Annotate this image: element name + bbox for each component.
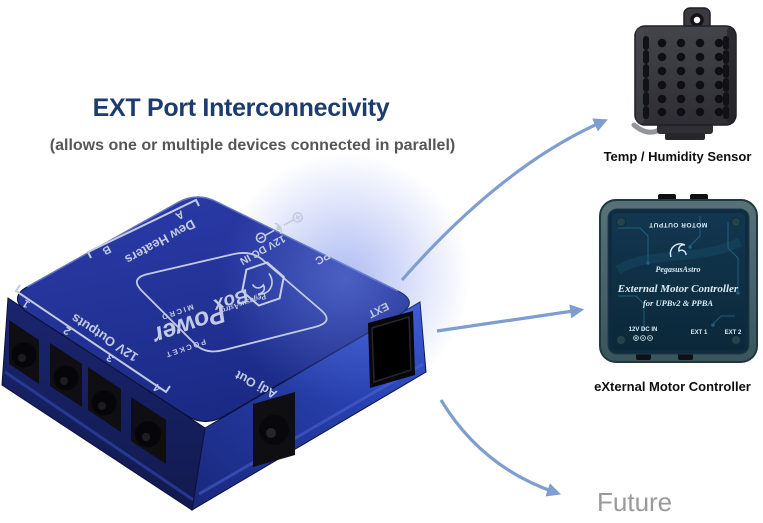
circuit-pattern [615, 216, 743, 331]
motor-controller-illustration: MOTOR OUTPUT PegasusAstro External Motor… [599, 194, 758, 363]
out1-label: 1 [21, 297, 33, 310]
motor-ext1-label: EXT 1 [691, 330, 708, 336]
motor-subtitle-label: for UPBv2 & PPBA [643, 298, 713, 308]
hub-emblem-outline [135, 252, 328, 353]
pegasus-logo-icon [241, 261, 285, 307]
temp-humidity-sensor-illustration [631, 7, 737, 140]
sensor-vent-holes [643, 36, 729, 119]
dc-polarity-icon [255, 212, 304, 244]
connector-arrows [400, 118, 608, 497]
arrow-to-motor-controller [436, 304, 585, 333]
motor-brand-label: PegasusAstro [656, 265, 701, 274]
motor-title-label: External Motor Controller [617, 283, 739, 295]
dc-output-jacks [9, 320, 166, 464]
page-subtitle: (allows one or multiple devices connecte… [49, 137, 456, 154]
motor-power-port-label: 12V DC IN [629, 327, 658, 333]
motor-ext2-label: EXT 2 [725, 330, 742, 336]
motor-output-label: MOTOR OUTPUT [649, 221, 708, 228]
arrow-to-sensor [400, 118, 608, 282]
sensor-mount-hole [690, 13, 704, 27]
page-title: EXT Port Interconnecivity [92, 94, 390, 122]
out2-label: 2 [62, 324, 74, 337]
motor-controller-caption: eXternal Motor Controller [594, 379, 751, 394]
future-devices-caption: Future devices [597, 487, 685, 523]
sensor-caption: Temp / Humidity Sensor [603, 149, 752, 164]
hub-device-illustration: Dew Heaters A B 12V DC IN PC EXT 12V Out… [1, 153, 470, 511]
arrow-to-future-devices [439, 399, 562, 497]
motor-polarity-icon [633, 335, 653, 341]
out3-label: 3 [105, 351, 117, 364]
motor-brand-icon [669, 243, 687, 258]
